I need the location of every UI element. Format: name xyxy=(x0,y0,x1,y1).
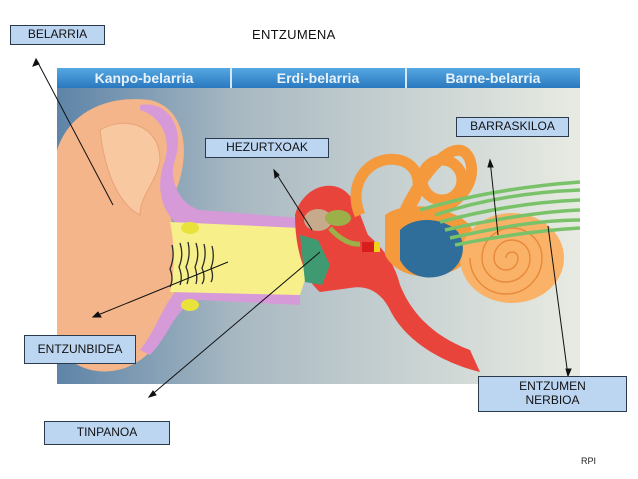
canal-hairs xyxy=(169,241,214,288)
label-tinpanoa-text: TINPANOA xyxy=(76,425,138,440)
label-belarria-text: BELARRIA xyxy=(27,27,88,42)
label-entzumen-nerbioa: ENTZUMEN NERBIOA xyxy=(478,376,627,412)
label-hezurtxoak: HEZURTXOAK xyxy=(205,138,329,158)
ossicles xyxy=(304,209,380,252)
label-entzunbidea-text: ENTZUNBIDEA xyxy=(37,341,123,356)
gland-top xyxy=(181,222,199,234)
header-kanpo-belarria: Kanpo-belarria xyxy=(95,70,194,86)
eardrum-shape xyxy=(300,235,330,285)
section-header-bar: Kanpo-belarria Erdi-belarria Barne-belar… xyxy=(57,68,580,88)
ear-canal-shape xyxy=(170,222,315,295)
label-entzumen-nerbioa-line1: ENTZUMEN xyxy=(519,379,586,394)
outer-ear-fold xyxy=(99,122,161,216)
label-entzunbidea: ENTZUNBIDEA xyxy=(24,335,136,364)
label-barraskiloa: BARRASKILOA xyxy=(456,117,569,137)
gland-bottom xyxy=(181,299,199,311)
header-erdi-belarria: Erdi-belarria xyxy=(277,70,360,86)
vestibular-organ-shape xyxy=(400,220,463,278)
label-tinpanoa: TINPANOA xyxy=(44,421,170,445)
cochlea-shape xyxy=(460,213,564,303)
label-belarria: BELARRIA xyxy=(10,25,105,45)
auditory-nerve-shape xyxy=(419,180,581,247)
pointer-lines xyxy=(32,57,572,398)
label-hezurtxoak-text: HEZURTXOAK xyxy=(226,140,308,155)
label-entzumen-nerbioa-line2: NERBIOA xyxy=(525,393,580,407)
credit-text: RPI xyxy=(581,456,597,466)
middle-ear-shape xyxy=(295,185,480,372)
page-title: ENTZUMENA xyxy=(252,27,336,42)
header-barne-belarria: Barne-belarria xyxy=(446,70,541,86)
label-barraskiloa-text: BARRASKILOA xyxy=(470,119,555,134)
